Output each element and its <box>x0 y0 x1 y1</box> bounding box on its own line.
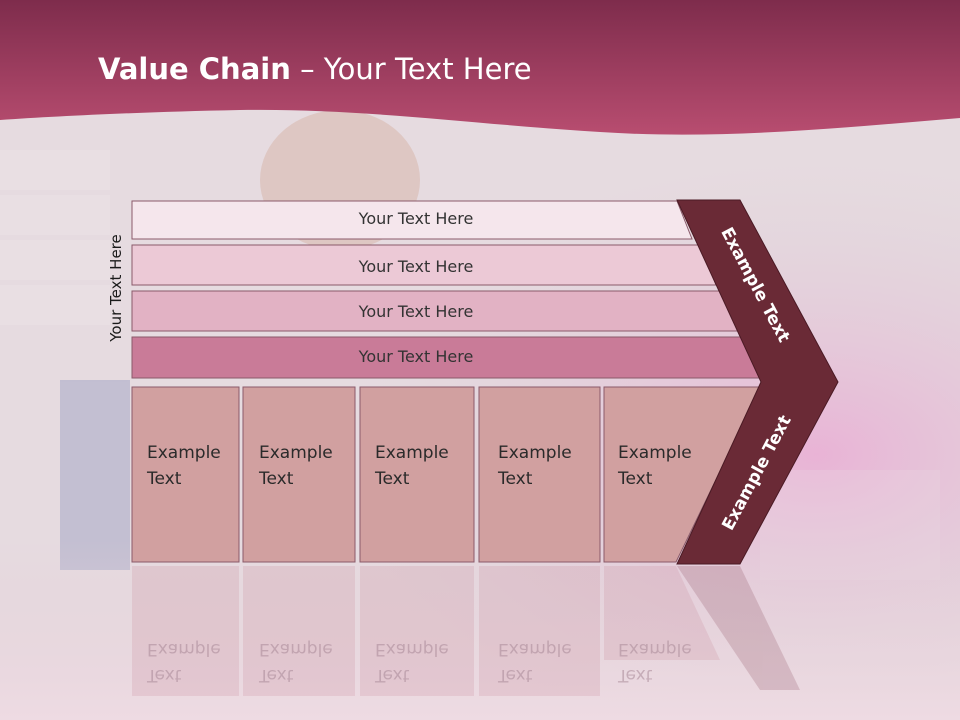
activity-box-1 <box>131 386 240 563</box>
reflection <box>132 566 800 696</box>
activity-box-5 <box>603 386 762 563</box>
activity-box-4 <box>478 386 601 563</box>
activity-box-5-line2: Text <box>618 469 653 489</box>
activity-box-5-text: Example Text <box>618 440 692 492</box>
row-1-label: Your Text Here <box>358 209 474 228</box>
slide-title: Value Chain – Your Text Here <box>98 52 532 86</box>
title-rest: – Your Text Here <box>290 52 532 86</box>
row-4-label: Your Text Here <box>358 347 474 366</box>
activity-box-2-line1: Example <box>259 443 333 463</box>
activity-box-4-line1: Example <box>498 443 572 463</box>
activity-box-3-text: Example Text <box>375 440 449 492</box>
activity-box-2-text: Example Text <box>259 440 333 492</box>
activity-box-2-line2: Text <box>259 469 294 489</box>
row-2-label: Your Text Here <box>358 257 474 276</box>
chevron-arrow <box>676 199 839 565</box>
activity-box-1-line1: Example <box>147 443 221 463</box>
row-1-band <box>131 200 693 240</box>
activity-box-3-line2: Text <box>375 469 410 489</box>
activity-box-1-text: Example Text <box>147 440 221 492</box>
activity-box-5-line1: Example <box>618 443 692 463</box>
activity-box-4-text: Example Text <box>498 440 572 492</box>
activity-box-4-line2: Text <box>498 469 533 489</box>
row-3-label: Your Text Here <box>358 302 474 321</box>
activity-box-2 <box>242 386 356 563</box>
activity-box-1-line2: Text <box>147 469 182 489</box>
title-bold: Value Chain <box>98 52 291 86</box>
activity-box-3-line1: Example <box>375 443 449 463</box>
activity-box-3 <box>359 386 475 563</box>
